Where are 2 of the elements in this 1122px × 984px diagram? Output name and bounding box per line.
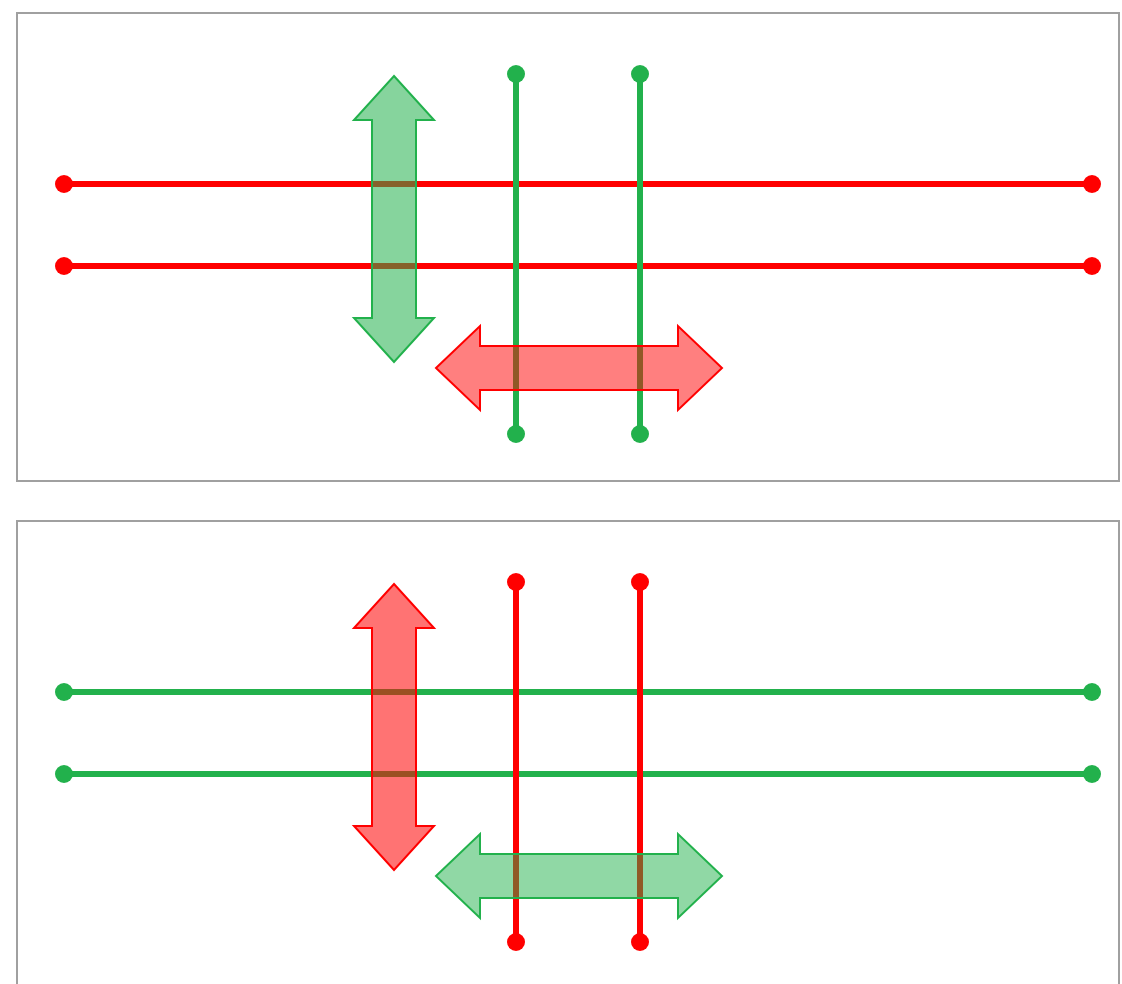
panel-frame [16,12,1120,482]
panel-frame [16,520,1120,984]
